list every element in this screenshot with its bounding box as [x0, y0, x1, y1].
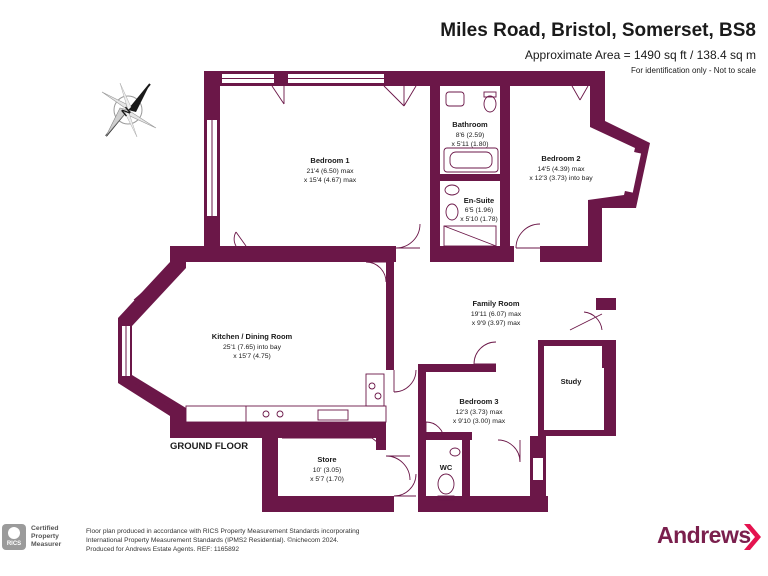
walls-family: [538, 298, 616, 458]
footer-line: Floor plan produced in accordance with R…: [86, 528, 360, 535]
room-dimension: x 5'11 (1.80): [451, 141, 488, 148]
room-dimension: 8'6 (2.59): [456, 132, 485, 139]
room-name: Bedroom 2: [541, 154, 580, 163]
room-study: Study: [561, 377, 583, 386]
rics-logo-icon: RICS: [2, 524, 26, 550]
walls-kitchen: [118, 246, 394, 438]
room-dimension: 21'4 (6.50) max: [306, 168, 354, 175]
approximate-area: Approximate Area = 1490 sq ft / 138.4 sq…: [524, 48, 756, 62]
room-name: Bedroom 1: [310, 156, 349, 165]
room-store: Store 10' (3.05) x 5'7 (1.70): [310, 455, 344, 483]
room-bathroom: Bathroom 8'6 (2.59) x 5'11 (1.80): [451, 120, 488, 148]
room-name: Bathroom: [452, 120, 488, 129]
door-swings: [233, 85, 603, 497]
room-name: Store: [317, 455, 336, 464]
room-ensuite: En-Suite 6'5 (1.96) x 5'10 (1.78): [460, 196, 498, 223]
room-bedroom1: Bedroom 1 21'4 (6.50) max x 15'4 (4.67) …: [304, 156, 357, 184]
rics-line: Measurer: [31, 541, 62, 548]
windows-top: [207, 74, 642, 300]
fixtures: [185, 91, 499, 501]
room-name: Bedroom 3: [459, 397, 498, 406]
room-name: Kitchen / Dining Room: [212, 332, 293, 341]
room-dimension: 6'5 (1.96): [465, 207, 494, 214]
room-name: Family Room: [472, 299, 519, 308]
compass-rose-icon: N: [101, 82, 157, 138]
room-name: Study: [561, 377, 583, 386]
andrews-logo: Andrews: [657, 522, 751, 548]
brand-chevron-icon: [744, 524, 761, 550]
room-dimension: 19'11 (6.07) max: [471, 311, 522, 318]
room-dimension: x 12'3 (3.73) into bay: [529, 175, 593, 182]
footer-note: Floor plan produced in accordance with R…: [86, 527, 359, 554]
room-dimension: x 9'10 (3.00) max: [453, 418, 506, 425]
rics-badge-text: RICS: [6, 541, 22, 547]
room-dimension: 12'3 (3.73) max: [455, 409, 503, 416]
room-kitchen: Kitchen / Dining Room 25'1 (7.65) into b…: [212, 332, 293, 360]
room-name: En-Suite: [464, 196, 494, 205]
identification-note: For identification only - Not to scale: [631, 66, 756, 75]
footer-line: International Property Measurement Stand…: [86, 537, 339, 544]
room-dimension: 14'5 (4.39) max: [537, 166, 585, 173]
room-dimension: 10' (3.05): [313, 467, 342, 474]
rics-certified-badge: RICS Certified Property Measurer: [2, 524, 82, 552]
room-bedroom3: Bedroom 3 12'3 (3.73) max x 9'10 (3.00) …: [453, 397, 506, 425]
floor-label: GROUND FLOOR: [170, 441, 249, 452]
room-family: Family Room 19'11 (6.07) max x 9'9 (3.97…: [471, 299, 522, 327]
room-bedroom2: Bedroom 2 14'5 (4.39) max x 12'3 (3.73) …: [529, 154, 593, 182]
room-dimension: x 5'10 (1.78): [460, 216, 498, 223]
room-dimension: x 15'7 (4.75): [233, 353, 271, 360]
room-dimension: x 9'9 (3.97) max: [472, 320, 521, 327]
property-title: Miles Road, Bristol, Somerset, BS8: [440, 20, 756, 41]
room-wc: WC: [440, 463, 453, 472]
footer-line: Produced for Andrews Estate Agents. REF:…: [86, 546, 240, 553]
room-dimension: x 5'7 (1.70): [310, 476, 344, 483]
rics-line: Property: [31, 533, 59, 540]
room-dimension: x 15'4 (4.67) max: [304, 177, 357, 184]
room-dimension: 25'1 (7.65) into bay: [223, 344, 282, 351]
rics-line: Certified: [31, 525, 59, 532]
room-name: WC: [440, 463, 453, 472]
